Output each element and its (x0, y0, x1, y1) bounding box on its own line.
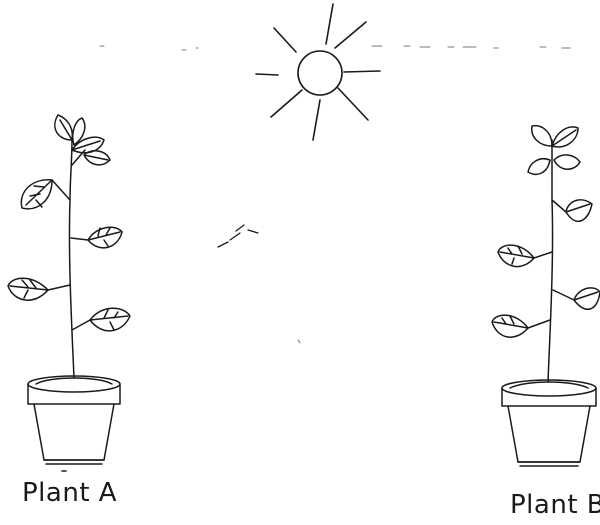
plant-a-pot (28, 376, 120, 471)
background-specks (100, 46, 570, 343)
light-marks (218, 225, 258, 247)
plant-b-stem (548, 140, 553, 382)
leaf (528, 159, 550, 175)
leaf (55, 115, 72, 140)
sun-icon (256, 4, 380, 140)
leaf (84, 151, 110, 165)
leaf (566, 200, 592, 221)
plant-b-pot (502, 380, 596, 466)
leaf (88, 227, 122, 248)
leaf (552, 127, 578, 147)
leaf (498, 245, 534, 266)
leaf (90, 308, 130, 331)
leaf (72, 137, 104, 153)
plant-b-label: Plant B (510, 490, 600, 520)
leaf (574, 288, 600, 309)
leaf (21, 180, 52, 209)
plant-a-label: Plant A (22, 478, 117, 508)
leaf (492, 315, 528, 337)
leaf (8, 278, 48, 300)
leaf (532, 126, 552, 146)
plant-b (492, 126, 600, 466)
plant-a-stem (69, 140, 74, 378)
plant-a (8, 115, 130, 471)
leaf (554, 155, 580, 169)
